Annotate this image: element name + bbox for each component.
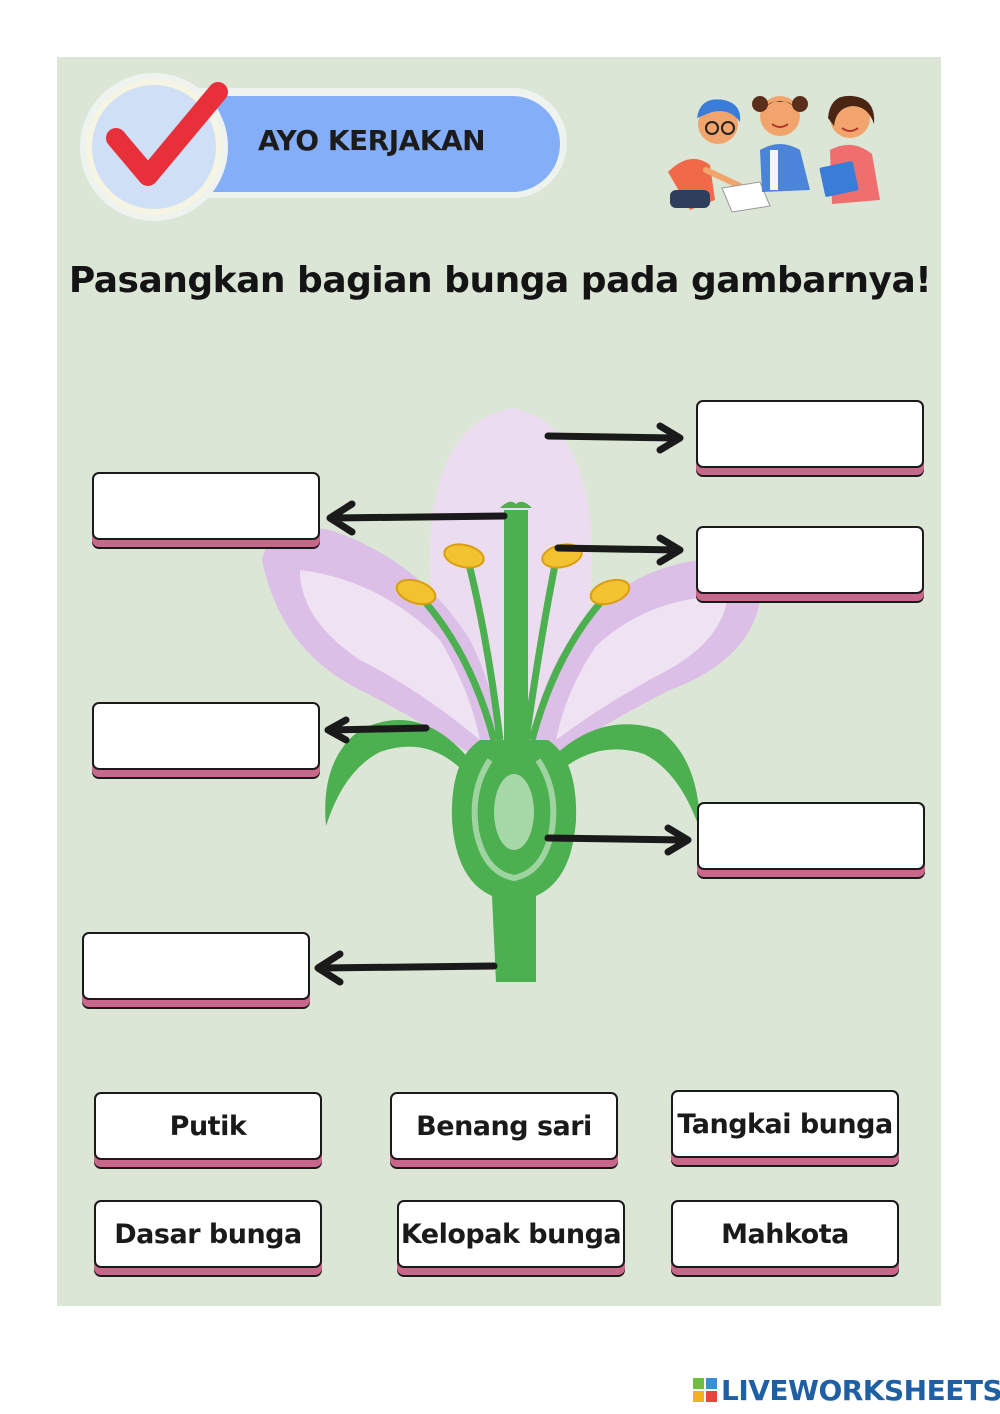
answer-box-2[interactable] — [92, 472, 320, 540]
word-card-putik[interactable]: Putik — [94, 1092, 322, 1160]
header-check-badge-inner — [92, 85, 216, 209]
instruction-text: Pasangkan bagian bunga pada gambarnya! — [68, 260, 932, 301]
word-card-mahkota[interactable]: Mahkota — [671, 1200, 899, 1268]
word-card-benang-sari[interactable]: Benang sari — [390, 1092, 618, 1160]
liveworksheets-icon — [693, 1378, 717, 1402]
header-banner-fill — [192, 96, 560, 192]
brand-name: LIVEWORKSHEETS — [721, 1373, 1000, 1407]
answer-box-1[interactable] — [696, 400, 924, 468]
answer-box-5[interactable] — [697, 802, 925, 870]
answer-box-6[interactable] — [82, 932, 310, 1000]
answer-box-4[interactable] — [92, 702, 320, 770]
word-card-kelopak-bunga[interactable]: Kelopak bunga — [397, 1200, 625, 1268]
word-card-dasar-bunga[interactable]: Dasar bunga — [94, 1200, 322, 1268]
word-card-tangkai-bunga[interactable]: Tangkai bunga — [671, 1090, 899, 1158]
header-title: AYO KERJAKAN — [258, 124, 486, 157]
liveworksheets-logo[interactable]: LIVEWORKSHEETS — [693, 1373, 1000, 1407]
answer-box-3[interactable] — [696, 526, 924, 594]
